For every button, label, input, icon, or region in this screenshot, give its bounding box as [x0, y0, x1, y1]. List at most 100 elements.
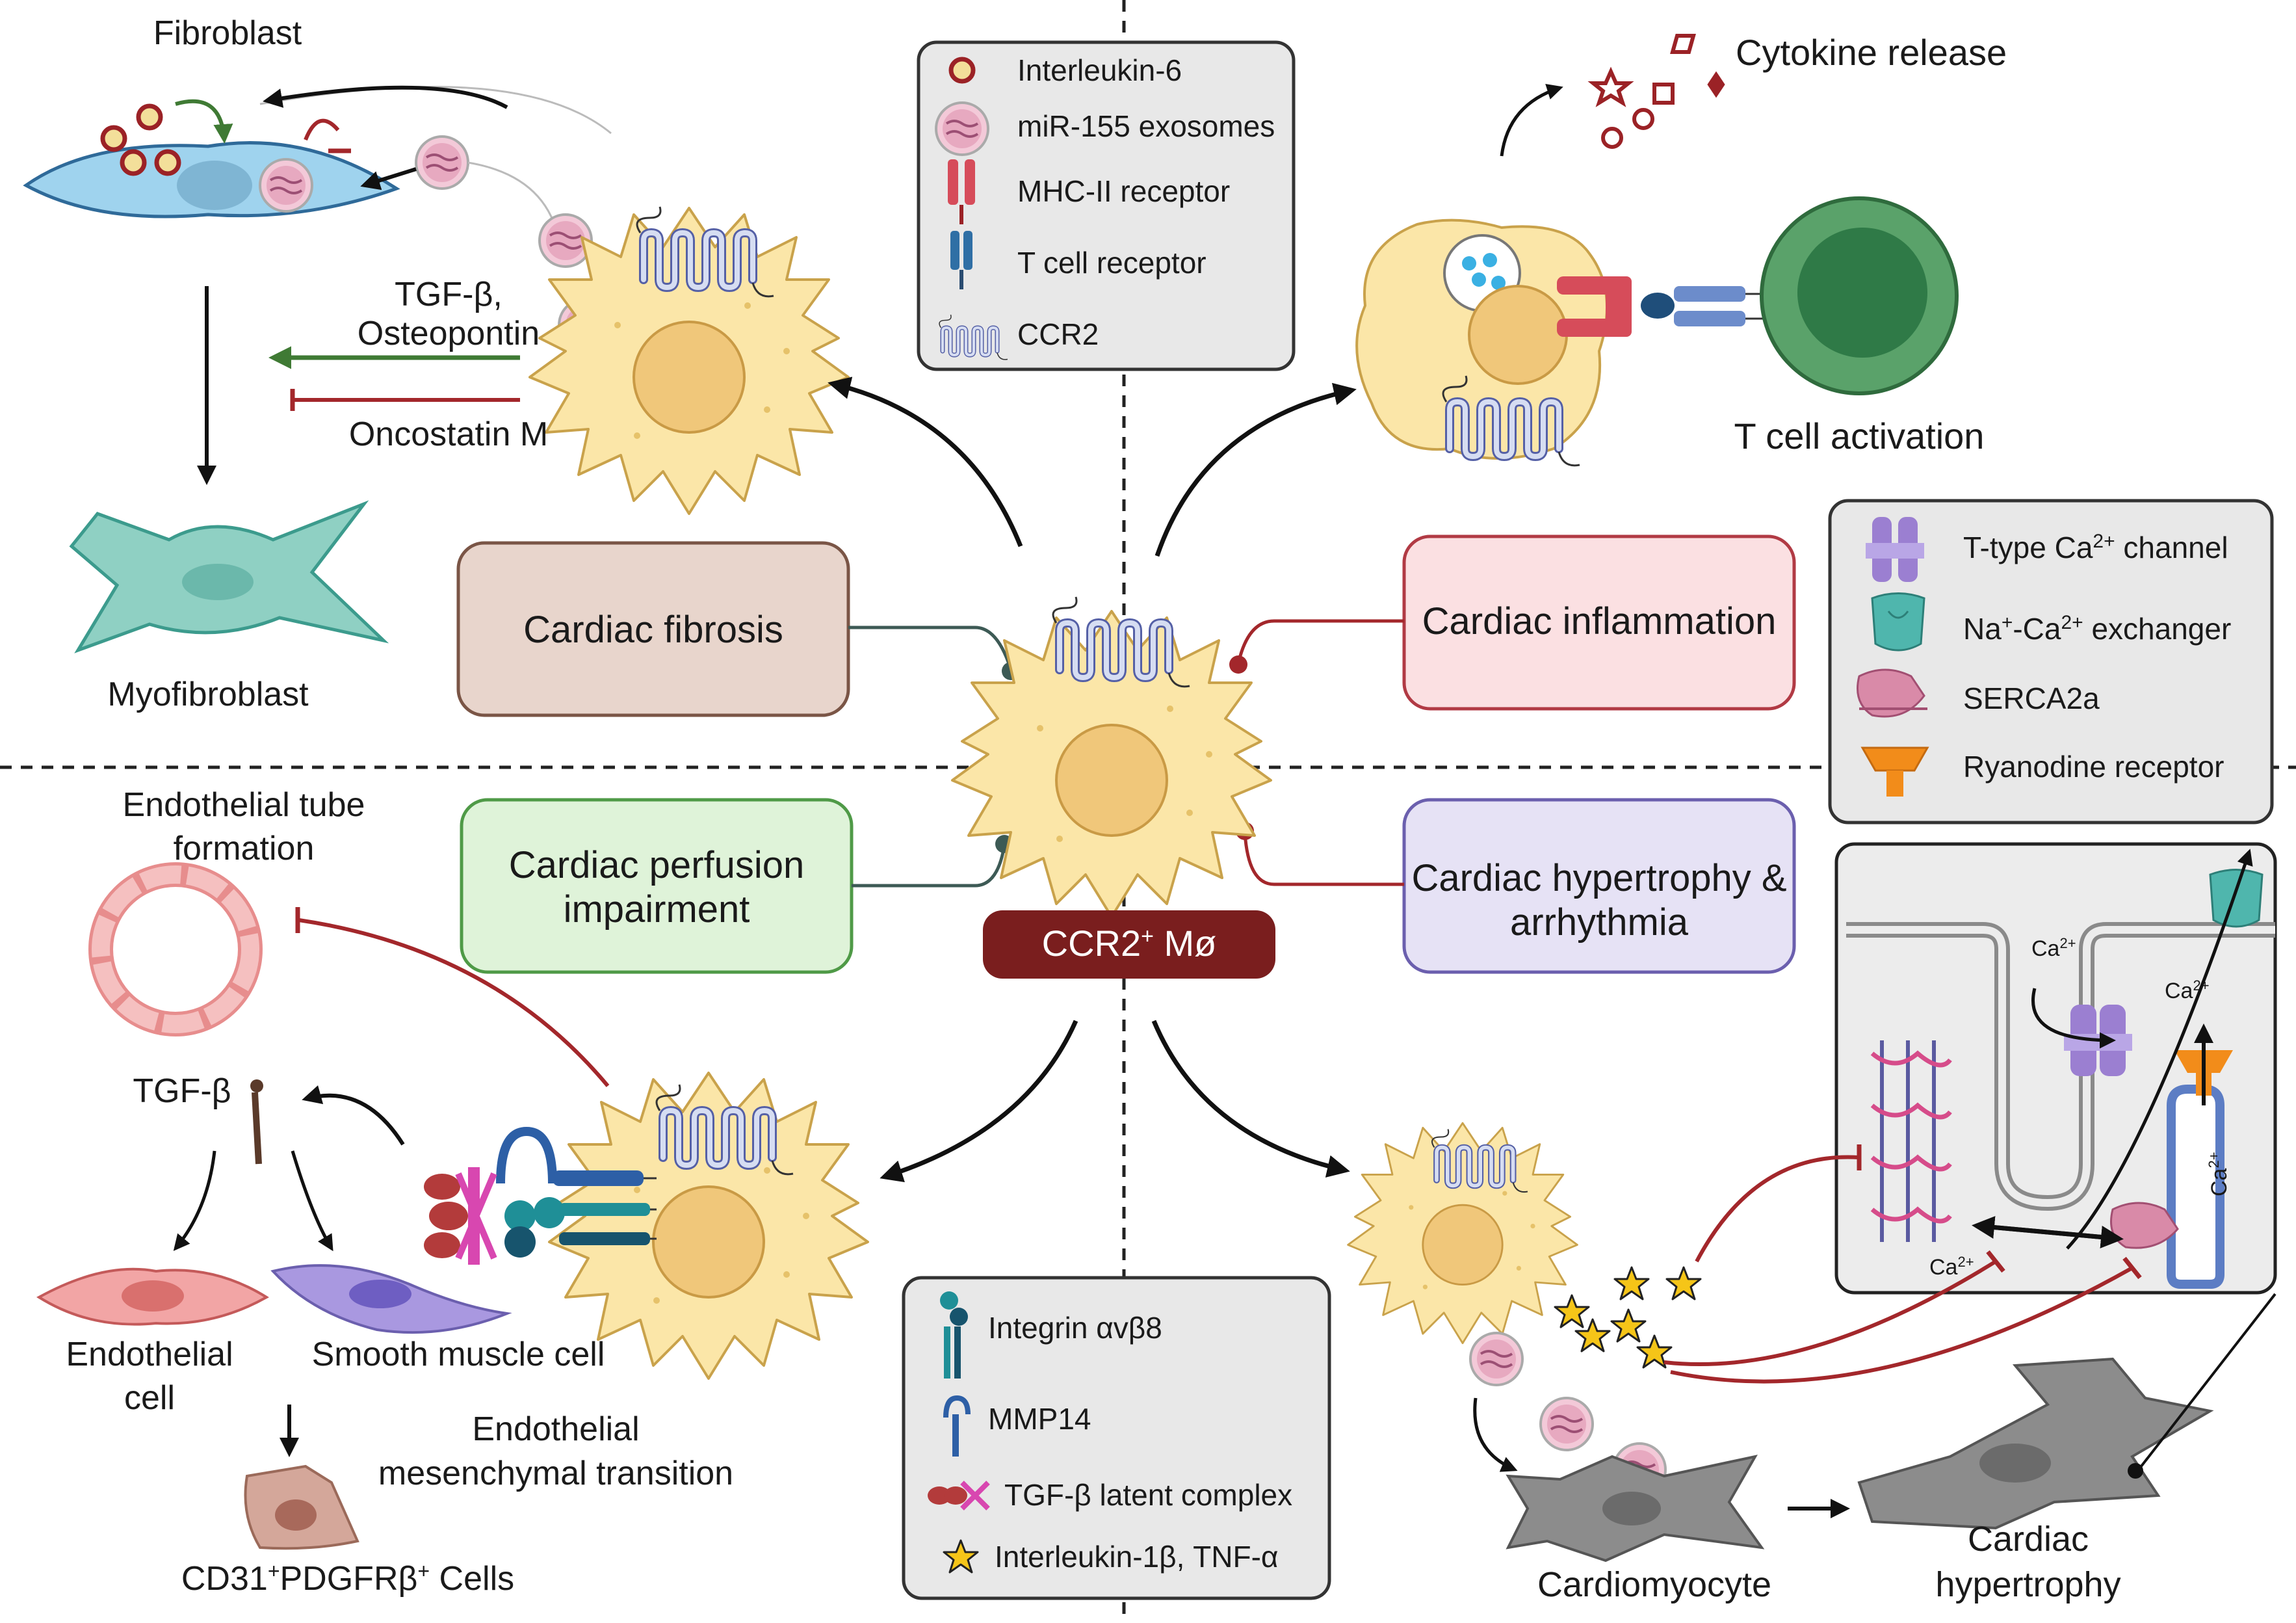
fibrosis-quadrant: Fibroblast TGF-β, Osteopontin Oncostatin… — [23, 14, 850, 713]
ca-label-sr: Ca2+ — [2206, 1152, 2232, 1196]
fibroblast-label: Fibroblast — [153, 14, 302, 52]
interleukin6-icon — [951, 59, 973, 81]
t-cell-nucleus — [1797, 228, 1927, 358]
inhibit-bar — [1986, 1250, 2005, 1273]
arrow-to-perfusion — [880, 1020, 1078, 1183]
cytokine-star-icon — [1610, 1308, 1647, 1343]
tube-label-line2: formation — [174, 830, 315, 867]
endmt-label-line2: mesenchymal transition — [378, 1455, 733, 1492]
ca-exchange-arrow-left — [1972, 1216, 2120, 1241]
connector-fibrosis — [848, 626, 1013, 670]
sarcomere-icon — [1870, 1040, 1952, 1242]
ca-efflux-arrow — [2066, 849, 2253, 1250]
cytokine-star-icon — [1613, 1266, 1650, 1300]
legend-tgfb-complex: TGF-β latent complex — [1004, 1478, 1292, 1512]
oncostatin-label: Oncostatin M — [349, 416, 548, 453]
ca-label-influx: Ca2+ — [2031, 935, 2076, 962]
inset-pointer — [2137, 1293, 2276, 1471]
legend-right: T-type Ca2+ channel Na+-Ca2+ exchanger S… — [1828, 499, 2274, 825]
macrophage-hypertrophy — [1347, 1122, 1578, 1345]
ncx-exchanger-icon — [2209, 869, 2263, 928]
ccr2-receptor-icon — [1432, 1129, 1528, 1192]
endmt-label-line1: Endothelial — [472, 1410, 639, 1448]
hypertrophy-label-line2: hypertrophy — [1935, 1565, 2120, 1604]
legend-ttype: T-type Ca2+ channel — [1963, 531, 2228, 565]
hypertrophic-cardiomyocyte — [1857, 1357, 2214, 1530]
tgfb-molecule-icon — [250, 1079, 263, 1165]
cardiac-perfusion-label-line2: impairment — [564, 888, 750, 930]
endothelial-label-line1: Endothelial — [66, 1336, 233, 1373]
ccr2-macrophage-label: CCR2+ Mø — [1042, 923, 1217, 964]
ccr2-receptor-icon — [1053, 597, 1190, 687]
legend-integrin: Integrin αvβ8 — [988, 1311, 1162, 1345]
black-arrow — [291, 1150, 333, 1252]
tgfb-latent-complex-icon — [424, 1167, 497, 1265]
cardiac-hypertrophy-label-line2: arrhythmia — [1510, 901, 1689, 943]
tcell-receptor-icon — [950, 231, 972, 289]
interleukin6-icon — [138, 106, 161, 128]
connector-inflammation — [1236, 619, 1404, 664]
legend-item-ccr2: CCR2 — [1017, 317, 1099, 351]
tgfb-latent-complex-icon — [928, 1481, 990, 1511]
interleukin6-icon — [103, 127, 125, 150]
apc-nucleus — [1468, 285, 1568, 385]
smooth-muscle-nucleus — [349, 1280, 411, 1308]
t-tubule-membrane-inner — [1846, 926, 2275, 1207]
exosome-icon — [1469, 1332, 1524, 1386]
legend-item-interleukin6: Interleukin-6 — [1017, 53, 1182, 87]
interleukin6-icon — [122, 152, 144, 174]
fibroblast-nucleus — [177, 161, 252, 210]
legend-ncx: Na+-Ca2+ exchanger — [1963, 612, 2231, 646]
ca-influx-arrow — [2031, 988, 2116, 1049]
legend-top: Interleukin-6 miR-155 exosomes MHC-II re… — [917, 40, 1296, 371]
tgfb-label: TGF-β — [133, 1072, 231, 1110]
inhibit-exchange — [1663, 1260, 1997, 1367]
tube-label-line1: Endothelial tube — [123, 786, 365, 824]
cardiomyocyte-label: Cardiomyocyte — [1537, 1565, 1771, 1604]
ncx-exchanger-icon — [1871, 592, 1925, 652]
hypertrophy-quadrant: Ca2+ Ca2+ Ca2+ Ca2+ — [1347, 842, 2277, 1604]
legend-item-mhc2: MHC-II receptor — [1017, 174, 1230, 208]
cd31-label: CD31+PDGFRβ+ Cells — [181, 1559, 514, 1598]
hypertrophic-nucleus — [1979, 1444, 2051, 1483]
ttype-channel-icon — [1866, 517, 1924, 582]
arrow-to-hypertrophy — [1151, 1020, 1350, 1178]
connector-perfusion — [852, 845, 1006, 888]
black-arrow — [263, 85, 508, 109]
center-region: Cardiac fibrosis Cardiac inflammation Ca… — [456, 376, 1796, 1183]
arrow-to-fibrosis — [828, 376, 1023, 548]
green-arrow — [175, 99, 233, 144]
central-macrophage — [951, 610, 1272, 918]
mhc2-receptor-icon — [948, 159, 975, 224]
legend-item-tcr: T cell receptor — [1017, 246, 1207, 280]
myofibroblast-label: Myofibroblast — [107, 676, 309, 713]
legend-right-box — [1828, 499, 2274, 825]
ca-label-cytosol: Ca2+ — [2165, 977, 2210, 1004]
mhc-tcr-synapse — [1557, 276, 1781, 337]
ccr2-receptor-icon — [637, 207, 774, 297]
black-arrow — [1473, 1397, 1518, 1472]
legend-serca2a: SERCA2a — [1963, 681, 2100, 715]
legend-bottom-box — [902, 1276, 1331, 1600]
exosome-icon — [935, 101, 989, 156]
black-arrow — [173, 1150, 216, 1251]
tgf-label-line2: Osteopontin — [358, 315, 540, 352]
endothelial-label-line2: cell — [124, 1379, 175, 1417]
smooth-muscle-label: Smooth muscle cell — [312, 1336, 605, 1373]
integrin-mmp14-complex — [496, 1126, 657, 1258]
myofibroblast-nucleus — [182, 564, 254, 600]
exosome-icon — [1539, 1397, 1594, 1451]
integrin-icon — [940, 1291, 968, 1379]
arrow-to-inflammation — [1155, 382, 1357, 557]
legend-item-mir155: miR-155 exosomes — [1017, 109, 1275, 143]
endothelial-nucleus — [122, 1280, 184, 1312]
connector-hypertrophy — [1243, 832, 1404, 886]
cytokine-icons — [1587, 34, 1725, 149]
cardiomyocyte-nucleus — [1602, 1492, 1661, 1525]
cytokine-arrow — [1500, 84, 1563, 157]
inflammation-quadrant: Cytokine release T cell activation — [1355, 32, 2007, 466]
cardiomyocyte-inset — [1834, 842, 2277, 1295]
legend-top-box — [917, 40, 1296, 371]
inhibit-tube-line — [298, 918, 610, 1087]
